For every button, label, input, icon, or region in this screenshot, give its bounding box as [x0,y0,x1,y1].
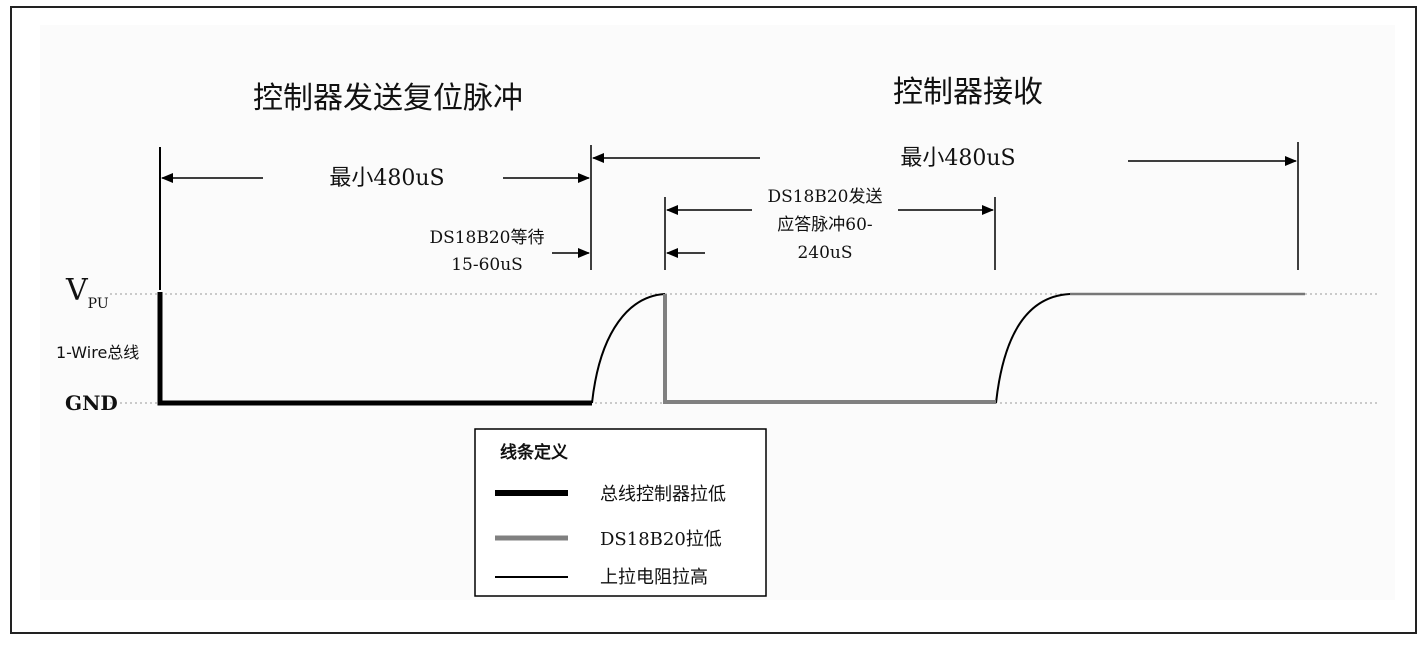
reset-min-label: 最小480uS [329,166,444,191]
ds18b20-pull-low-trace [663,294,996,404]
legend-label-pullup: 上拉电阻拉高 [600,567,708,588]
wait-label-line1: DS18B20等待 [429,228,544,248]
receive-phase-title: 控制器接收 [893,75,1043,110]
legend-label-controller: 总线控制器拉低 [600,484,726,505]
receive-min-label: 最小480uS [900,146,1015,171]
presence-label-line1: DS18B20发送 [767,187,882,207]
legend-label-ds18b20: DS18B20拉低 [600,529,722,550]
presence-label-line3: 240uS [797,243,852,263]
presence-label-line2: 应答脉冲60- [777,215,872,235]
vpu-label: VPU [65,273,109,312]
gnd-label: GND [65,391,118,415]
legend-box [474,428,767,597]
controller-pull-low-trace [157,292,592,406]
pullup-rise-trace-2 [995,293,1305,404]
legend: 线条定义 总线控制器拉低 DS18B20拉低 上拉电阻拉高 [474,428,767,597]
wait-label-line2: 15-60uS [451,255,523,275]
bus-label: 1-Wire总线 [56,343,139,362]
legend-title: 线条定义 [500,442,568,463]
reset-phase-title: 控制器发送复位脉冲 [253,81,523,116]
pullup-rise-trace-1 [591,293,666,404]
